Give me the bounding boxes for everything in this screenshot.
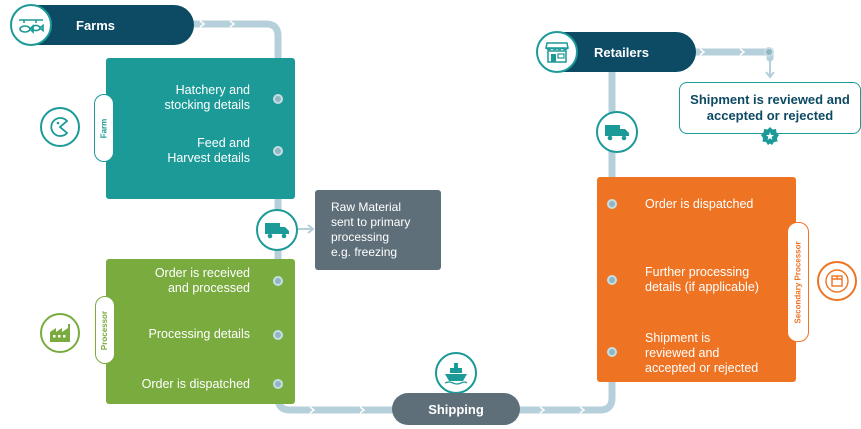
farm-item-hatchery: Hatchery and stocking details: [110, 83, 250, 113]
secondary-item-further-line1: Further processing: [645, 265, 750, 279]
raw-material-line2: sent to primary: [331, 215, 411, 229]
secondary-item-dispatched-line1: Order is dispatched: [645, 197, 754, 211]
raw-material-line3: processing: [331, 230, 390, 244]
farm-node-1: [273, 94, 283, 104]
processor-item-received-line2: and processed: [167, 281, 250, 295]
farm-item-hatchery-line2: stocking details: [164, 98, 250, 112]
shipping-text: Shipping: [428, 401, 484, 417]
secondary-item-shipment: Shipment is reviewed and accepted or rej…: [645, 331, 758, 376]
farm-item-hatchery-line1: Hatchery and: [175, 83, 250, 97]
farms-text: Farms: [76, 17, 116, 33]
store-icon: [536, 31, 578, 73]
raw-material-line4: e.g. freezing: [331, 245, 398, 259]
package-icon: [817, 261, 857, 301]
secondary-item-dispatched: Order is dispatched: [645, 197, 753, 212]
raw-material-line1: Raw Material: [331, 200, 402, 214]
secondary-item-further-line2: details (if applicable): [645, 280, 759, 294]
retail-node: [764, 47, 774, 57]
secondary-processor-tab: Secondary Processor: [787, 222, 809, 342]
processor-item-received-line1: Order is received: [154, 266, 250, 280]
pacman-fish-icon: [40, 107, 80, 147]
farm-item-feed-line1: Feed and: [197, 136, 250, 150]
processor-tab: Processor: [95, 296, 115, 364]
processor-item-dispatched: Order is dispatched: [110, 377, 250, 392]
secondary-item-shipment-line3: accepted or rejected: [645, 361, 759, 375]
secondary-node-2: [607, 275, 617, 285]
retailer-review-line1: Shipment is reviewed and: [690, 92, 850, 107]
farm-panel: [106, 58, 295, 199]
retailers-text: Retailers: [594, 44, 649, 60]
shipping-label: Shipping: [392, 393, 520, 425]
farm-tab: Farm: [94, 94, 114, 162]
processor-item-details-line1: Processing details: [148, 327, 250, 341]
farm-node-2: [273, 146, 283, 156]
raw-material-text: Raw Material sent to primary processing …: [331, 200, 410, 260]
farm-item-feed-line2: Harvest details: [167, 151, 250, 165]
secondary-item-shipment-line2: reviewed and: [645, 346, 720, 360]
retailer-review-line2: accepted or rejected: [706, 108, 834, 123]
secondary-node-3: [607, 347, 617, 357]
secondary-item-shipment-line1: Shipment is: [645, 331, 711, 345]
farm-item-feed: Feed and Harvest details: [110, 136, 250, 166]
farm-tab-label: Farm: [99, 118, 109, 138]
processor-item-details: Processing details: [110, 327, 250, 342]
fish-icon: [10, 4, 52, 46]
processor-tab-label: Processor: [100, 310, 110, 350]
processor-item-dispatched-line1: Order is dispatched: [141, 377, 250, 391]
secondary-processor-panel: [597, 177, 796, 382]
badge-check-icon: [760, 126, 780, 146]
processor-panel: [106, 259, 295, 404]
secondary-item-further: Further processing details (if applicabl…: [645, 265, 759, 295]
truck-icon: [256, 209, 298, 251]
processor-node-2: [273, 330, 283, 340]
processor-item-received: Order is received and processed: [110, 266, 250, 296]
processor-node-1: [273, 276, 283, 286]
secondary-node-1: [607, 199, 617, 209]
processor-node-3: [273, 379, 283, 389]
raw-material-box: Raw Material sent to primary processing …: [315, 190, 441, 270]
secondary-processor-tab-label: Secondary Processor: [793, 240, 803, 324]
ship-icon: [435, 352, 477, 394]
factory-icon: [40, 313, 80, 353]
truck-icon-retail: [596, 111, 638, 153]
